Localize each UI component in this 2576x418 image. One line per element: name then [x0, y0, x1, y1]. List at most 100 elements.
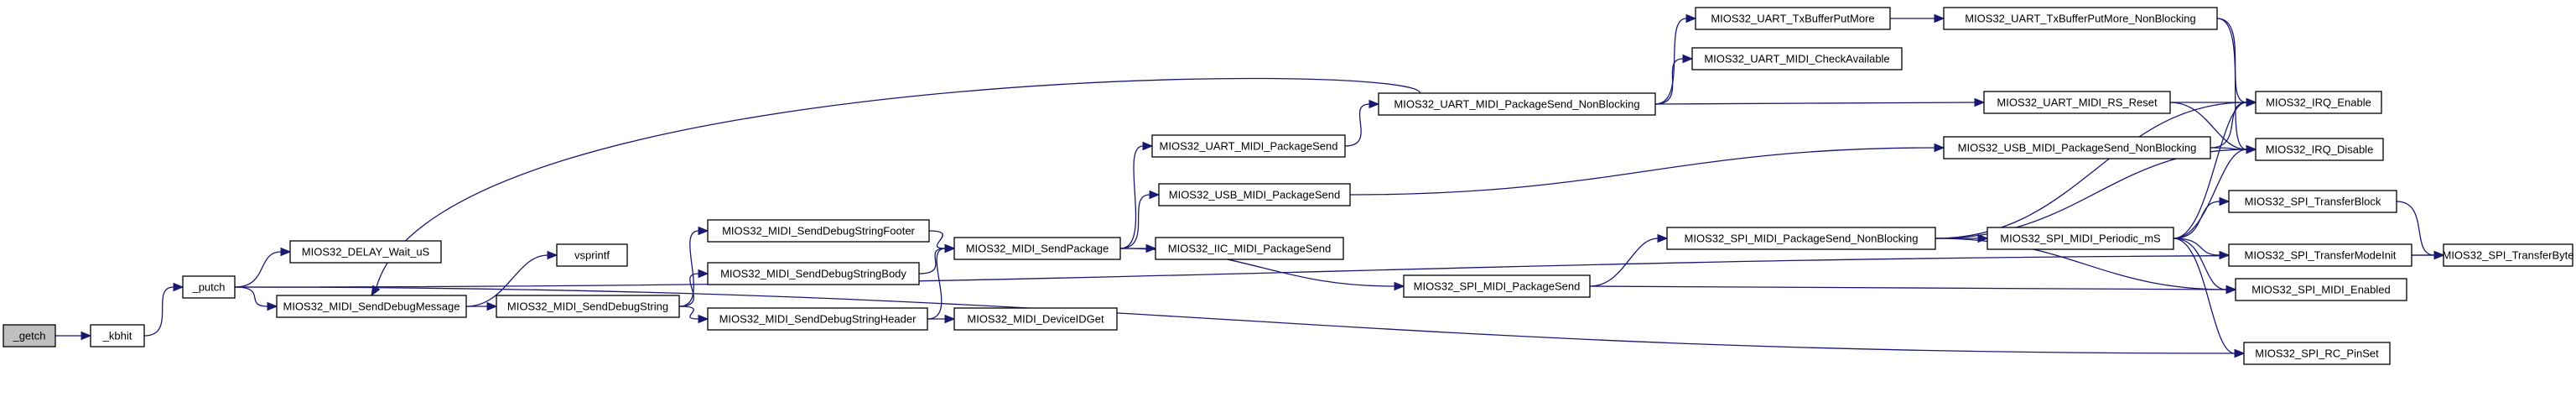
function-node--kbhit[interactable]: _kbhit — [90, 324, 145, 347]
edge-senddebugstr-to-body — [678, 269, 709, 307]
function-node--putch[interactable]: _putch — [182, 275, 236, 299]
edge-arrowhead — [2433, 250, 2445, 260]
edge-line — [1119, 194, 1150, 249]
function-node-mios32-uart-midi-packagesend[interactable]: MIOS32_UART_MIDI_PackageSend — [1151, 134, 1346, 158]
node-box — [707, 307, 928, 331]
function-node-mios32-uart-midi-checkavailable[interactable]: MIOS32_UART_MIDI_CheckAvailable — [1691, 47, 1903, 71]
edge-line — [1654, 58, 1684, 105]
node-box — [1943, 7, 2218, 30]
edge-putch-to-senddebugmsg — [234, 286, 278, 311]
edge-line — [678, 306, 699, 320]
function-node-mios32-spi-midi-periodic-ms[interactable]: MIOS32_SPI_MIDI_Periodic_mS — [1987, 227, 2174, 250]
edge-arrowhead — [486, 301, 498, 311]
node-label: MIOS32_IIC_MIDI_PackageSend — [1168, 243, 1331, 255]
edge-sendpackage-to-uartsend — [1119, 141, 1154, 249]
node-label: MIOS32_SPI_MIDI_PackageSend_NonBlocking — [1685, 233, 1919, 245]
edge-uarttxmore-to-uarttxmorenb — [1890, 13, 1945, 24]
edge-spiperiodic-to-irqdisable — [2173, 144, 2257, 239]
edge-arrowhead — [1149, 190, 1161, 200]
edge-arrowhead — [547, 250, 558, 260]
edge-line — [927, 248, 946, 320]
node-label: MIOS32_MIDI_SendPackage — [966, 243, 1109, 255]
edge-arrowhead — [2246, 144, 2257, 154]
node-box — [3, 324, 56, 347]
node-box — [1987, 227, 2174, 250]
edge-line — [1589, 285, 2227, 290]
function-node-mios32-midi-senddebugstringbody[interactable]: MIOS32_MIDI_SendDebugStringBody — [707, 262, 920, 285]
function-node-mios32-irq-disable[interactable]: MIOS32_IRQ_Disable — [2255, 138, 2384, 161]
edge-line — [234, 286, 268, 307]
edge-header-to-sendpackage — [927, 243, 956, 320]
edge-arrowhead — [371, 285, 381, 297]
edge-sendpackage-to-usbsend — [1119, 190, 1161, 249]
edge-arrowhead — [698, 226, 709, 236]
edge-line — [234, 286, 2236, 354]
function-node-mios32-midi-senddebugmessage[interactable]: MIOS32_MIDI_SendDebugMessage — [276, 295, 467, 318]
function-node-mios32-spi-transferblock[interactable]: MIOS32_SPI_TransferBlock — [2228, 190, 2397, 213]
edge-line — [2210, 102, 2247, 149]
function-node-mios32-midi-deviceidget[interactable]: MIOS32_MIDI_DeviceIDGet — [953, 307, 1118, 331]
edge-spitransfermode-to-spitransferbyte — [2411, 250, 2445, 260]
node-label: MIOS32_IRQ_Disable — [2266, 144, 2374, 156]
node-box — [1983, 91, 2171, 114]
function-node-mios32-spi-transfermodeinit[interactable]: MIOS32_SPI_TransferModeInit — [2228, 243, 2412, 267]
node-box — [496, 295, 680, 318]
node-box — [953, 307, 1118, 331]
node-label: MIOS32_UART_TxBufferPutMore_NonBlocking — [1965, 13, 2196, 25]
function-node-mios32-uart-midi-packagesend-nonblocking[interactable]: MIOS32_UART_MIDI_PackageSend_NonBlocking — [1378, 92, 1656, 116]
node-box — [2235, 278, 2407, 301]
function-node-mios32-midi-senddebugstringfooter[interactable]: MIOS32_MIDI_SendDebugStringFooter — [707, 219, 930, 243]
function-node-mios32-spi-rc-pinset[interactable]: MIOS32_SPI_RC_PinSet — [2243, 342, 2391, 365]
function-node-mios32-irq-enable[interactable]: MIOS32_IRQ_Enable — [2255, 91, 2382, 114]
node-box — [1403, 274, 1591, 298]
node-box — [2443, 243, 2573, 267]
function-node-mios32-iic-midi-packagesend[interactable]: MIOS32_IIC_MIDI_PackageSend — [1155, 237, 1344, 260]
edge-line — [1119, 145, 1144, 249]
edge-line — [2173, 238, 2220, 256]
function-node-vsprintf[interactable]: vsprintf — [556, 243, 628, 267]
function-node-mios32-spi-transferbyte[interactable]: MIOS32_SPI_TransferByte — [2442, 243, 2574, 267]
node-box — [707, 219, 930, 243]
edge-senddebugstr-to-header — [678, 306, 709, 324]
node-label: _getch — [12, 330, 45, 342]
edge-arrowhead — [2225, 285, 2237, 295]
node-label: MIOS32_SPI_RC_PinSet — [2255, 347, 2379, 360]
node-label: MIOS32_SPI_TransferBlock — [2245, 196, 2381, 208]
function-node-mios32-usb-midi-packagesend[interactable]: MIOS32_USB_MIDI_PackageSend — [1158, 183, 1351, 206]
node-label: MIOS32_MIDI_SendDebugStringHeader — [719, 313, 917, 326]
node-box — [1158, 183, 1351, 206]
edge-spiperiodic-to-spitransferblock — [2173, 196, 2231, 239]
node-label: MIOS32_MIDI_SendDebugStringBody — [720, 268, 906, 280]
node-label: MIOS32_UART_TxBufferPutMore — [1711, 13, 1874, 25]
edge-line — [1935, 238, 2227, 290]
edge-arrowhead — [80, 331, 92, 341]
function-node-mios32-usb-midi-packagesend-nonblocking[interactable]: MIOS32_USB_MIDI_PackageSend_NonBlocking — [1943, 136, 2211, 159]
edge-line — [376, 77, 1421, 288]
edge-uartsendnb-to-uartcheck — [1654, 54, 1694, 105]
function-node-mios32-uart-txbufferputmore-nonblocking[interactable]: MIOS32_UART_TxBufferPutMore_NonBlocking — [1943, 7, 2218, 30]
edge-line — [918, 248, 946, 274]
function-node-mios32-delay-wait-us[interactable]: MIOS32_DELAY_Wait_uS — [289, 240, 442, 264]
edge-line — [465, 254, 548, 307]
edge-arrowhead — [1682, 54, 1694, 64]
function-node-mios32-spi-midi-packagesend-nonblocking[interactable]: MIOS32_SPI_MIDI_PackageSend_NonBlocking — [1666, 227, 1936, 250]
edge-line — [143, 286, 174, 337]
edge-uartsendnb-to-senddebugmsg — [371, 77, 1421, 297]
node-label: MIOS32_SPI_MIDI_Enabled — [2251, 284, 2390, 296]
edge-arrowhead — [944, 314, 956, 324]
function-node-mios32-spi-midi-enabled[interactable]: MIOS32_SPI_MIDI_Enabled — [2235, 278, 2407, 301]
function-node-mios32-spi-midi-packagesend[interactable]: MIOS32_SPI_MIDI_PackageSend — [1403, 274, 1591, 298]
function-node-mios32-midi-sendpackage[interactable]: MIOS32_MIDI_SendPackage — [953, 237, 1121, 260]
edge-arrowhead — [2219, 250, 2231, 260]
function-node-mios32-midi-senddebugstringheader[interactable]: MIOS32_MIDI_SendDebugStringHeader — [707, 307, 928, 331]
function-node-mios32-uart-midi-rs-reset[interactable]: MIOS32_UART_MIDI_RS_Reset — [1983, 91, 2171, 114]
edge-senddebugmsg-to-vsprintf — [465, 250, 558, 307]
function-node-mios32-uart-txbufferputmore[interactable]: MIOS32_UART_TxBufferPutMore — [1695, 7, 1891, 30]
edge-spisend-to-spisendnb — [1589, 233, 1669, 287]
edge-arrowhead — [1934, 143, 1945, 153]
edge-line — [1935, 149, 2247, 239]
function-node-mios32-midi-senddebugstring[interactable]: MIOS32_MIDI_SendDebugString — [496, 295, 680, 318]
edge-line — [1935, 102, 2247, 239]
edge-arrowhead — [2234, 348, 2246, 358]
